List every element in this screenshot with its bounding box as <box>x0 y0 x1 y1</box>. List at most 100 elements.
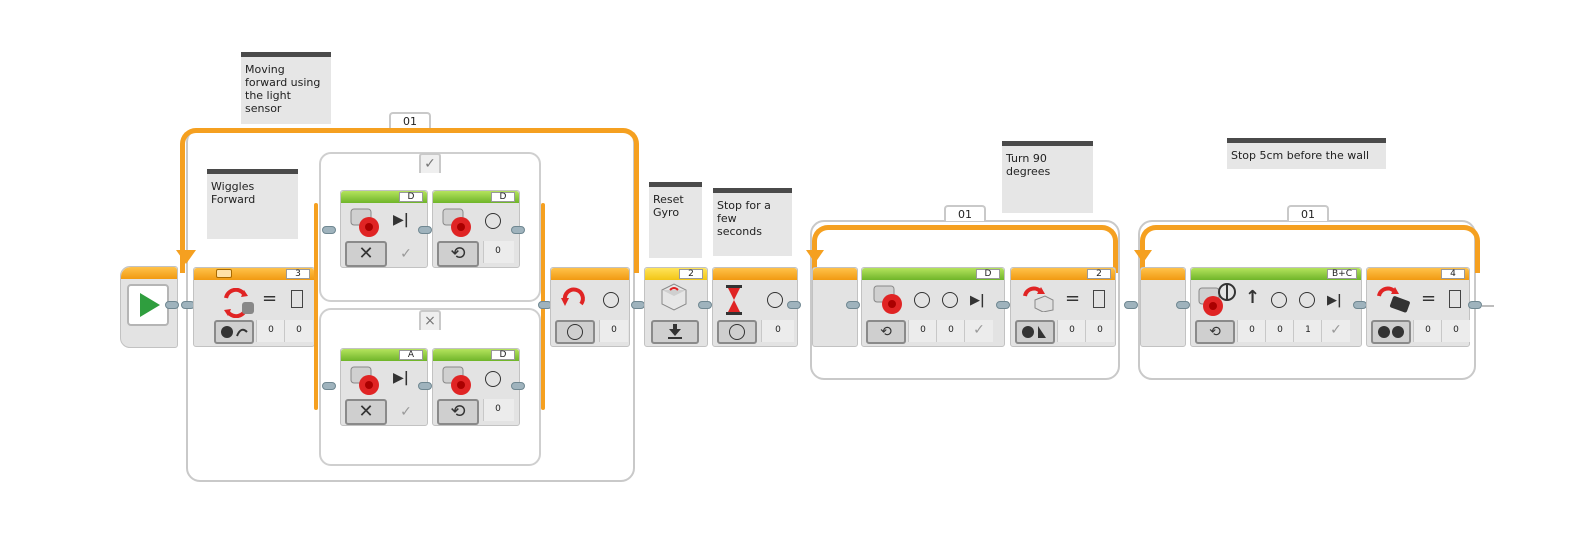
case-true-tab[interactable]: ✓ <box>419 153 441 173</box>
color-switch-port[interactable]: 3 <box>286 269 310 279</box>
comment-stop-5cm[interactable]: Stop 5cm before the wall <box>1227 138 1386 169</box>
sequence-plug[interactable] <box>1124 301 1138 309</box>
play-icon[interactable] <box>127 284 169 326</box>
motor-false-1-port[interactable]: A <box>399 350 423 360</box>
loop3-label[interactable]: 01 <box>1287 205 1329 221</box>
sequence-plug[interactable] <box>631 301 645 309</box>
motor-d-mode-button[interactable]: ⟲ <box>866 320 906 344</box>
gyro-mode-button[interactable] <box>1015 320 1055 344</box>
sequence-plug[interactable] <box>787 301 801 309</box>
sequence-plug[interactable] <box>996 301 1010 309</box>
color-mode-button[interactable] <box>214 320 254 344</box>
gyro-compare-value-1[interactable]: 0 <box>1069 325 1075 335</box>
move-d-value-1[interactable]: 0 <box>920 325 926 335</box>
ultrasonic-loop-exit-block[interactable]: 4 = 0 0 <box>1366 267 1470 347</box>
sequence-plug[interactable] <box>322 226 336 234</box>
sequence-plug[interactable] <box>846 301 860 309</box>
wait-timer-block[interactable]: 0 <box>712 267 798 347</box>
power-icon <box>1271 292 1287 308</box>
param-cell <box>1413 320 1442 342</box>
param-cell <box>1057 320 1086 342</box>
sequence-plug[interactable] <box>511 226 525 234</box>
brake-check-icon[interactable]: ✓ <box>973 322 985 338</box>
motor-true-2-port[interactable]: D <box>491 192 515 202</box>
loop1-exit-value[interactable]: 0 <box>611 325 617 335</box>
steering-port[interactable]: B+C <box>1327 269 1357 279</box>
move-d-port[interactable]: D <box>976 269 1000 279</box>
loop2-flow-arc <box>812 225 1118 273</box>
timer-icon <box>729 324 745 340</box>
param-cell <box>256 320 285 342</box>
loop1-label[interactable]: 01 <box>389 112 431 128</box>
large-motor-icon <box>441 365 477 397</box>
sequence-plug[interactable] <box>322 382 336 390</box>
comment-wiggles-forward[interactable]: Wiggles Forward <box>207 169 298 239</box>
ultrasonic-value-2[interactable]: 0 <box>1453 325 1459 335</box>
sequence-plug[interactable] <box>511 382 525 390</box>
brake-check-icon[interactable]: ✓ <box>400 404 412 420</box>
motor-mode-off-button[interactable]: ✕ <box>345 241 387 267</box>
brake-check-icon[interactable]: ✓ <box>400 246 412 262</box>
param-cell <box>1293 320 1322 342</box>
wait-value[interactable]: 0 <box>775 325 781 335</box>
hourglass-icon <box>725 285 743 319</box>
motor-block-true-1[interactable]: D ▶| ✕ ✓ <box>340 190 428 268</box>
ultrasonic-port[interactable]: 4 <box>1441 269 1465 279</box>
motor-block-false-2[interactable]: D ⟲ 0 <box>432 348 520 426</box>
comment-stop-for-seconds[interactable]: Stop for a few seconds <box>713 188 792 256</box>
sequence-plug[interactable] <box>165 301 179 309</box>
large-motor-icon <box>349 365 385 397</box>
comment-moving-forward[interactable]: Moving forward using the light sensor <box>241 52 331 124</box>
switch-bracket-left <box>314 203 318 410</box>
gyro-compare-port[interactable]: 2 <box>1087 269 1111 279</box>
color-switch-value-2[interactable]: 0 <box>296 325 302 335</box>
move-steering-block[interactable]: B+C ↑ ▶| ⟲ 0 0 1 ✓ <box>1190 267 1362 347</box>
steering-value-1[interactable]: 0 <box>1249 325 1255 335</box>
sequence-plug[interactable] <box>698 301 712 309</box>
gyro-reset-mode-button[interactable] <box>651 320 699 344</box>
loop-mode-button[interactable] <box>555 320 595 344</box>
param-cell <box>1441 320 1470 342</box>
loop3-frame[interactable] <box>1138 220 1476 380</box>
motor-mode-on-button[interactable]: ⟲ <box>437 399 479 425</box>
color-switch-block[interactable]: 3 = 0 0 <box>193 267 315 347</box>
motor-block-d[interactable]: D ▶| ⟲ 0 0 ✓ <box>861 267 1005 347</box>
loop2-frame[interactable] <box>810 220 1120 380</box>
sequence-plug[interactable] <box>1176 301 1190 309</box>
motor-true-2-value[interactable]: 0 <box>495 246 501 256</box>
motor-block-true-2[interactable]: D ⟲ 0 <box>432 190 520 268</box>
motor-true-1-port[interactable]: D <box>399 192 423 202</box>
motor-false-2-port[interactable]: D <box>491 350 515 360</box>
param-cell <box>599 320 628 342</box>
motor-false-2-value[interactable]: 0 <box>495 404 501 414</box>
gyro-reset-port[interactable]: 2 <box>679 269 703 279</box>
sequence-plug[interactable] <box>418 382 432 390</box>
loop2-label[interactable]: 01 <box>944 205 986 221</box>
sequence-plug[interactable] <box>1353 301 1367 309</box>
ultrasonic-value-1[interactable]: 0 <box>1425 325 1431 335</box>
motor-mode-on-button[interactable]: ⟲ <box>437 241 479 267</box>
comment-turn-90[interactable]: Turn 90 degrees <box>1002 141 1093 213</box>
wait-mode-button[interactable] <box>717 320 757 344</box>
param-cell <box>1237 320 1266 342</box>
gyro-loop-exit-block[interactable]: 2 = 0 0 <box>1010 267 1116 347</box>
comment-reset-gyro[interactable]: Reset Gyro <box>649 182 702 258</box>
steering-value-2[interactable]: 0 <box>1277 325 1283 335</box>
case-false-tab[interactable]: × <box>419 310 441 330</box>
timer-icon <box>485 371 501 387</box>
sequence-plug[interactable] <box>418 226 432 234</box>
sequence-plug-end[interactable] <box>1468 301 1482 309</box>
color-switch-value-1[interactable]: 0 <box>268 325 274 335</box>
loop-bar <box>1141 268 1185 280</box>
motor-mode-off-button[interactable]: ✕ <box>345 399 387 425</box>
param-cell <box>761 320 794 342</box>
stop-mode-icon: ▶| <box>393 370 409 386</box>
move-d-value-2[interactable]: 0 <box>948 325 954 335</box>
ultrasonic-mode-button[interactable] <box>1371 320 1411 344</box>
gyro-compare-value-2[interactable]: 0 <box>1097 325 1103 335</box>
loop1-exit-block[interactable]: 0 <box>550 267 630 347</box>
brake-check-icon[interactable]: ✓ <box>1330 322 1342 338</box>
steering-value-3[interactable]: 1 <box>1305 325 1311 335</box>
steering-mode-button[interactable]: ⟲ <box>1195 320 1235 344</box>
motor-block-false-1[interactable]: A ▶| ✕ ✓ <box>340 348 428 426</box>
